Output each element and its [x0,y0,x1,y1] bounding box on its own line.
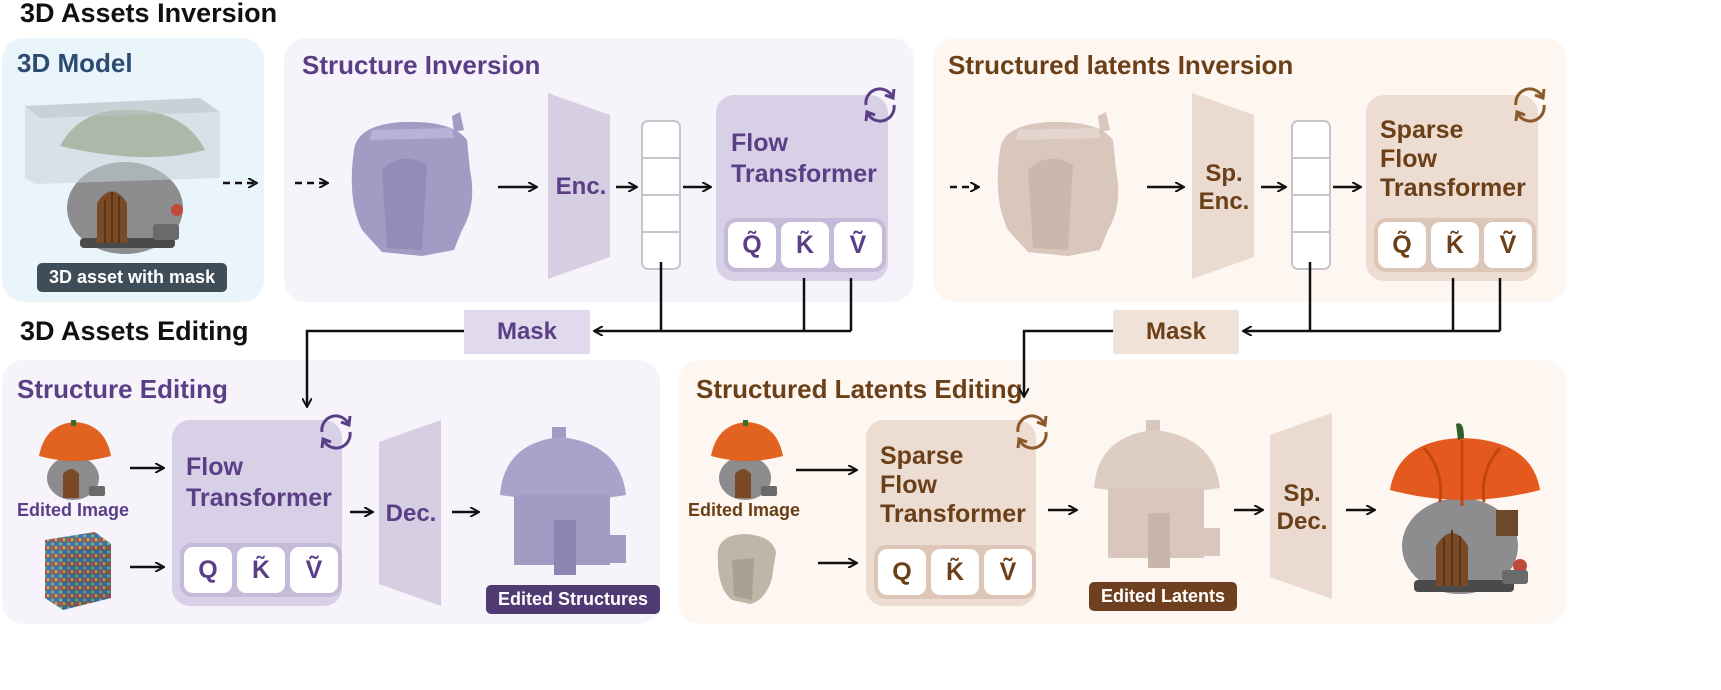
sparse-encoder-shape [1192,93,1254,279]
v-tilde-token-latents: Ṽ [1484,222,1532,268]
sparse-ft-editing-label: Sparse Flow Transformer [880,442,1026,529]
ft-edit-line2: Transformer [186,484,332,512]
flow-transformer-inversion-label: Flow Transformer [731,128,877,190]
cycle-icon [1016,414,1048,450]
sparse-ft-inversion-label: Sparse Flow Transformer [1380,116,1526,203]
flow-transformer-editing-label: Flow Transformer [186,452,332,514]
encoder-label: Enc. [555,173,607,200]
cycle-icon [1514,87,1546,123]
edited-structure-voxels [500,427,626,575]
qkv-row-structure-editing: Q K̃ Ṽ [180,543,342,597]
latent-tokens-latents [1291,120,1331,270]
sft-edit-line1: Sparse [880,442,964,470]
cycle-icon [864,87,896,123]
sft-edit-line3: Transformer [880,500,1026,528]
edited-latents-voxels [1094,420,1220,568]
ft-inv-line1: Flow [731,129,788,157]
edited-structures-tag: Edited Structures [486,585,661,614]
encoder-shape [548,93,610,279]
model-panel-title: 3D Model [17,48,133,78]
decoder-label: Dec. [385,500,437,527]
editing-heading: 3D Assets Editing [20,316,249,346]
edited-house-image-latents [711,420,783,500]
qkv-row-structure-inversion: Q̃ K̃ Ṽ [724,218,886,272]
structure-inversion-title: Structure Inversion [302,50,541,80]
sparse-decoder-label: Sp. Dec. [1272,480,1332,536]
ft-edit-line1: Flow [186,453,243,481]
k-tilde-token-edit: K̃ [237,547,285,593]
voxel-structure-beige [997,112,1119,257]
k-tilde-token-latents-edit: K̃ [931,549,979,595]
decoder-shape [379,420,441,606]
edited-image-caption: Edited Image [17,500,130,520]
q-tilde-token: Q̃ [728,222,776,268]
latents-inversion-title: Structured latents Inversion [948,50,1294,80]
v-tilde-token-latents-edit: Ṽ [984,549,1032,595]
sp-enc-line2: Enc. [1198,188,1250,215]
q-token-latents: Q [878,549,926,595]
final-pumpkin-house-image [1390,423,1540,594]
ft-inv-line2: Transformer [731,160,877,188]
sft-inv-line1: Sparse [1380,116,1464,144]
latent-point-cloud-image [717,534,776,604]
inversion-heading: 3D Assets Inversion [20,0,278,28]
v-tilde-token-edit: Ṽ [290,547,338,593]
mask-box-structure: Mask [464,310,590,354]
voxel-structure-purple [351,112,473,257]
cycle-icon [320,414,352,450]
noise-cube-image [45,532,111,610]
q-tilde-token-latents: Q̃ [1378,222,1426,268]
sft-edit-line2: Flow [880,471,937,499]
mask-box-latents: Mask [1113,310,1239,354]
sft-inv-line3: Transformer [1380,174,1526,202]
qkv-row-latents-editing: Q K̃ Ṽ [874,545,1036,599]
structure-editing-title: Structure Editing [17,374,228,404]
sft-inv-line2: Flow [1380,145,1437,173]
k-tilde-token-latents: K̃ [1431,222,1479,268]
edited-house-image [39,420,111,500]
sparse-decoder-shape [1270,413,1332,599]
v-tilde-token: Ṽ [834,222,882,268]
sp-dec-line2: Dec. [1276,508,1328,535]
sp-enc-line1: Sp. [1205,160,1243,187]
sparse-encoder-label: Sp. Enc. [1194,160,1254,216]
asset-mask-tag: 3D asset with mask [37,263,228,292]
edited-latents-tag: Edited Latents [1089,582,1238,611]
k-tilde-token: K̃ [781,222,829,268]
q-token: Q [184,547,232,593]
latent-tokens-structure [641,120,681,270]
house-with-mask-image [25,98,220,254]
sp-dec-line1: Sp. [1283,480,1321,507]
qkv-row-latents-inversion: Q̃ K̃ Ṽ [1374,218,1536,272]
latents-editing-title: Structured Latents Editing [696,374,1023,404]
edited-image-caption-latents: Edited Image [688,500,801,520]
